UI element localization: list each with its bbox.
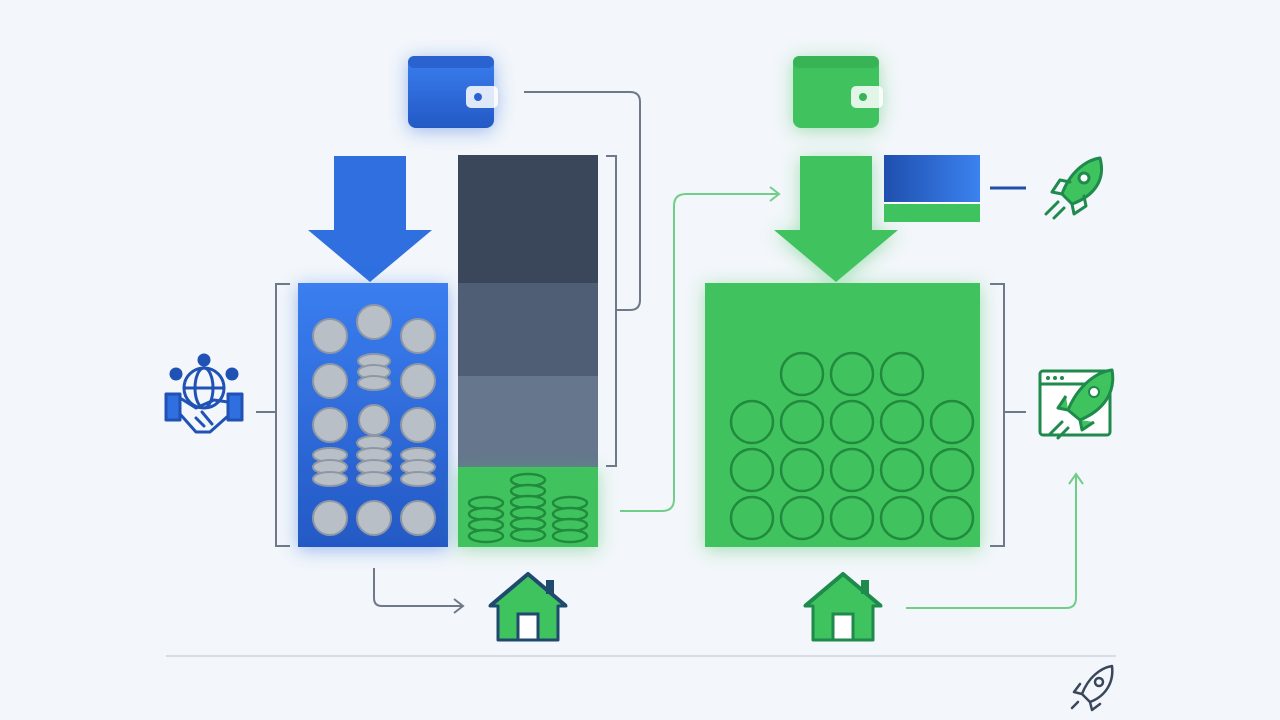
connector-home-to-launch [906, 476, 1077, 609]
connector-to-green-panel [620, 193, 778, 512]
coin [779, 495, 825, 541]
house-icon [488, 572, 568, 642]
coin-grid-green [729, 351, 975, 541]
coin [929, 495, 975, 541]
slate-segment-1 [458, 155, 598, 283]
coin [312, 500, 348, 536]
rocket-icon-corner [1070, 664, 1114, 712]
green-allocation-panel [705, 283, 980, 547]
coin [729, 447, 775, 493]
coin [400, 500, 436, 536]
bracket-green [990, 283, 1005, 547]
coin [829, 495, 875, 541]
coin [400, 363, 436, 399]
coin [879, 495, 925, 541]
coin-stack [357, 375, 391, 391]
coin [356, 304, 392, 340]
coin [356, 500, 392, 536]
coin [312, 318, 348, 354]
connector-wallet-to-slate [524, 91, 641, 311]
coin [400, 407, 436, 443]
slate-segment-3 [458, 376, 598, 467]
wallet-icon-green [793, 56, 883, 128]
connector-to-home-left [373, 568, 462, 607]
coin-stack [400, 471, 436, 487]
rocket-browser-icon [1038, 368, 1115, 440]
coin [829, 399, 875, 445]
coin [358, 404, 390, 436]
coin [779, 447, 825, 493]
coin [929, 399, 975, 445]
bracket-left [275, 283, 290, 547]
coin [879, 399, 925, 445]
coin [779, 351, 825, 397]
coin [779, 399, 825, 445]
coin [312, 407, 348, 443]
handshake-globe-icon [164, 353, 244, 434]
coin-stack [312, 471, 348, 487]
coin-grid-blue [312, 304, 436, 536]
coin [879, 447, 925, 493]
coin [829, 351, 875, 397]
coin [879, 351, 925, 397]
house-icon-right [803, 572, 883, 642]
coin [729, 495, 775, 541]
down-arrow-green [774, 156, 898, 282]
coin [829, 447, 875, 493]
coin [400, 318, 436, 354]
coin [729, 399, 775, 445]
rocket-icon [1044, 156, 1103, 220]
bracket-slate [606, 155, 617, 467]
coin-stacks-green [467, 472, 589, 544]
wallet-icon [408, 56, 498, 128]
coin-stack [356, 471, 392, 487]
down-arrow-blue [308, 156, 432, 282]
coin [312, 363, 348, 399]
blue-card [884, 155, 980, 222]
coin [929, 447, 975, 493]
slate-segment-2 [458, 283, 598, 376]
